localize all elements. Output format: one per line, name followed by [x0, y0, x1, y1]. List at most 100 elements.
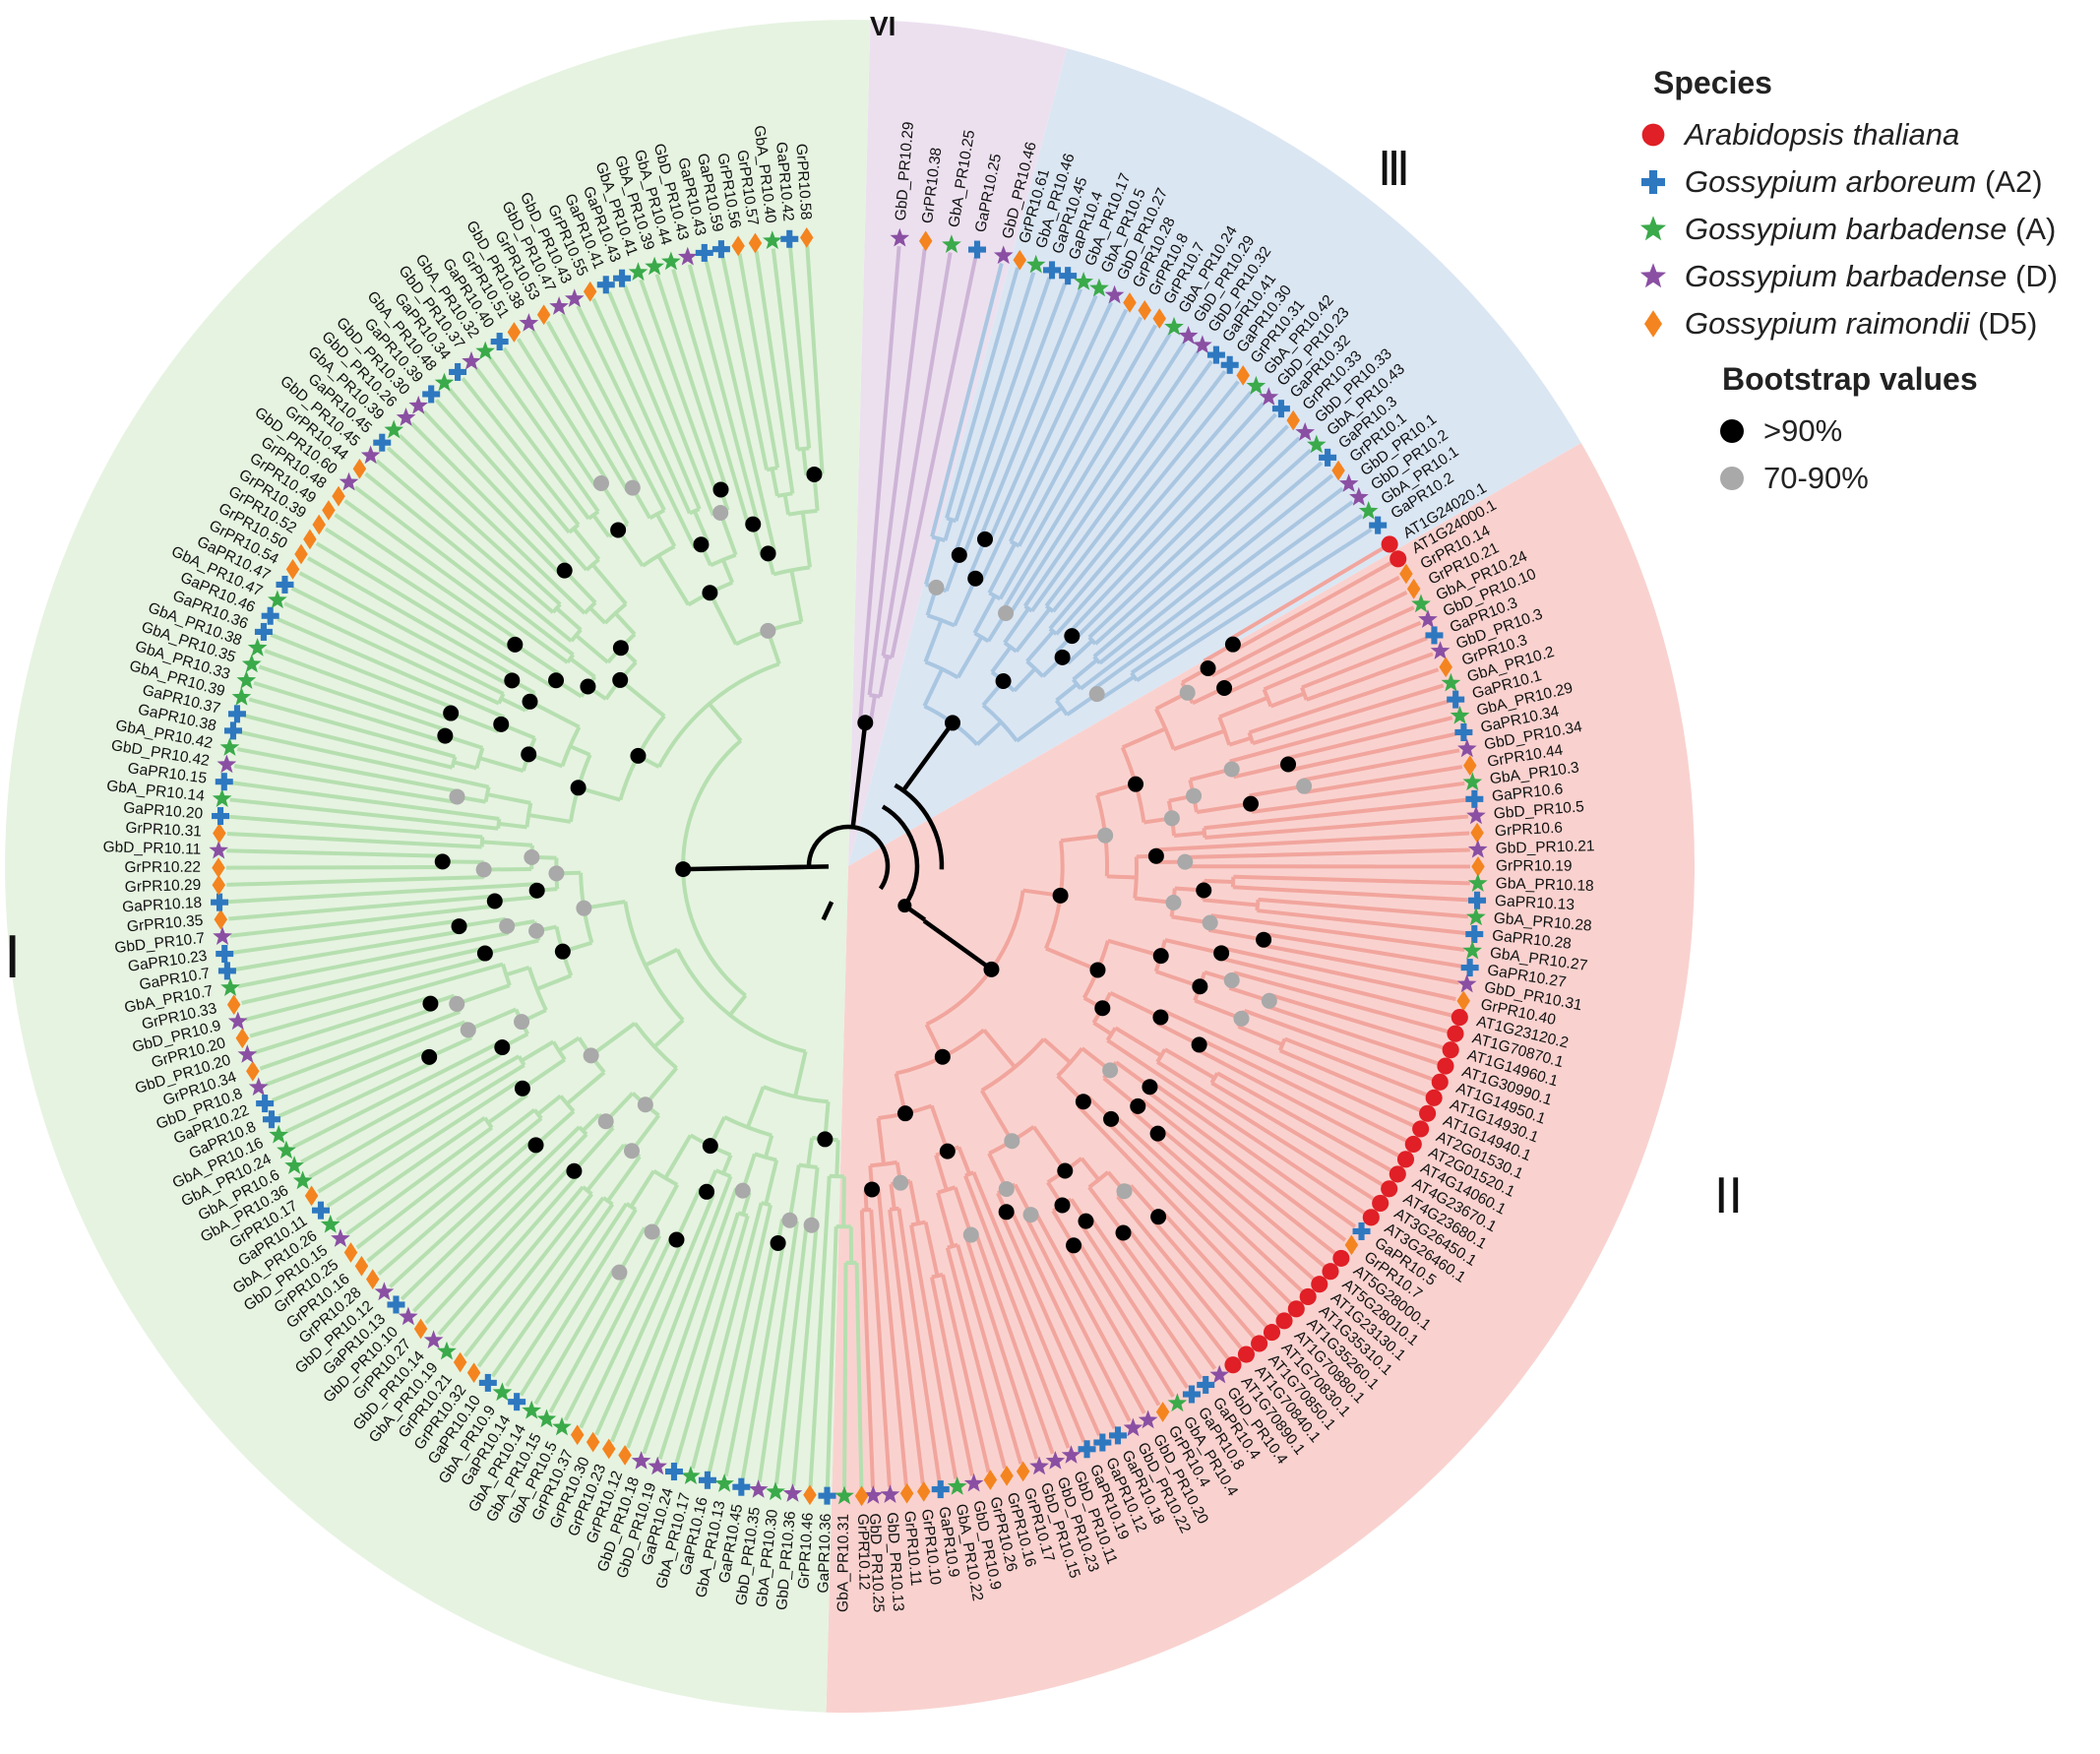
bootstrap-marker	[1150, 1209, 1167, 1225]
bootstrap-marker	[597, 1113, 614, 1130]
branch	[284, 1060, 433, 1134]
branch	[720, 256, 770, 470]
bootstrap-marker	[494, 1039, 511, 1056]
branch	[805, 245, 825, 474]
branch	[740, 1192, 752, 1216]
tip-marker-gbd	[374, 1282, 395, 1301]
branch	[973, 1232, 1055, 1455]
leaf-label: GbD_PR10.11	[102, 839, 201, 857]
branch	[599, 481, 630, 526]
branch	[687, 264, 760, 524]
bootstrap-marker	[476, 945, 493, 962]
branch	[1278, 1048, 1422, 1112]
branch	[589, 1022, 637, 1058]
branch-arc	[772, 565, 811, 577]
leaf-label: GrPR10.29	[125, 877, 202, 896]
branch	[757, 1221, 799, 1482]
tip-marker-gbd	[423, 1330, 444, 1349]
branch	[1029, 359, 1213, 612]
bootstrap-marker	[583, 1047, 599, 1064]
bootstrap-marker	[893, 1174, 909, 1191]
branch	[924, 537, 941, 586]
branch	[533, 1268, 616, 1406]
branch-arc	[497, 693, 506, 705]
tip-marker-gbd	[1104, 284, 1125, 304]
branch	[505, 966, 530, 977]
branch	[674, 1187, 703, 1241]
tip-marker-gr	[570, 1424, 585, 1446]
branch-arc	[870, 1159, 898, 1168]
tip-marker-gr	[1331, 460, 1345, 481]
tip-marker-at	[1224, 1356, 1242, 1374]
branch	[1152, 1136, 1316, 1281]
branch-arc	[517, 1055, 526, 1067]
branch-arc	[980, 1037, 1046, 1093]
clade-labels: I II Ⅲ VI	[4, 11, 1743, 1224]
tip-marker-gba	[268, 590, 287, 609]
tip-marker-ga	[1369, 516, 1388, 534]
branch	[366, 1116, 543, 1263]
branch	[536, 1094, 562, 1116]
bootstrap-marker	[928, 579, 945, 595]
branch	[229, 904, 496, 938]
tip-marker-ga	[931, 1480, 950, 1499]
bootstrap-marker	[612, 640, 629, 657]
branch	[963, 1235, 1039, 1460]
branch	[971, 1171, 1086, 1443]
branch	[226, 848, 443, 858]
tip-marker-ga	[373, 433, 392, 452]
tip-marker-ga	[1078, 1440, 1096, 1459]
branch-arc	[585, 557, 600, 572]
backbone-arc	[806, 824, 891, 891]
branch	[249, 962, 504, 1038]
bootstrap-marker	[1186, 787, 1203, 804]
tip-marker-gr	[366, 1269, 380, 1289]
branch	[1262, 943, 1460, 985]
tip-marker-ga	[1182, 1385, 1201, 1404]
bootstrap-marker	[1004, 1133, 1020, 1150]
bootstrap-marker	[1213, 945, 1230, 962]
tip-marker-gbd	[519, 313, 539, 332]
tip-marker-gba	[292, 1170, 313, 1190]
branch	[923, 619, 944, 663]
tip-marker-gba	[1307, 434, 1327, 454]
bootstrap-marker	[475, 861, 492, 878]
tip-marker-gbd	[993, 245, 1014, 265]
tip-marker-ga	[216, 945, 234, 964]
branch	[277, 617, 506, 720]
species-legend-label: Gossypium arboreum (A2)	[1685, 164, 2043, 200]
branch	[793, 1050, 808, 1097]
star-icon	[1639, 263, 1667, 288]
bootstrap-marker	[702, 585, 718, 601]
branch	[270, 633, 455, 710]
tip-marker-gr	[466, 1362, 481, 1384]
tip-marker-gba	[681, 1466, 701, 1484]
bootstrap-marker	[998, 1204, 1015, 1221]
branch	[575, 633, 609, 664]
branch	[398, 433, 587, 615]
species-name: Gossypium barbadense	[1685, 259, 2007, 293]
branch	[1270, 993, 1445, 1050]
branch	[226, 882, 537, 905]
branch	[1067, 1247, 1161, 1407]
tip-marker-gba	[1025, 254, 1046, 274]
branch	[1257, 908, 1467, 936]
branch	[1130, 514, 1364, 675]
branch	[1163, 1047, 1216, 1080]
branch	[1093, 448, 1313, 646]
bootstrap-marker	[1216, 680, 1233, 697]
tip-marker-ga	[1319, 448, 1337, 467]
tip-marker-gr	[212, 857, 225, 878]
branch	[229, 797, 499, 831]
tip-marker-ga	[223, 721, 242, 740]
branch-arc	[776, 491, 793, 498]
branch	[588, 606, 607, 625]
bootstrap-marker	[896, 1105, 913, 1122]
bootstrap-marker	[945, 715, 961, 731]
branch	[528, 700, 581, 729]
branch	[987, 294, 1098, 542]
branch	[606, 1156, 642, 1203]
branch	[353, 485, 575, 657]
branch	[448, 387, 571, 534]
